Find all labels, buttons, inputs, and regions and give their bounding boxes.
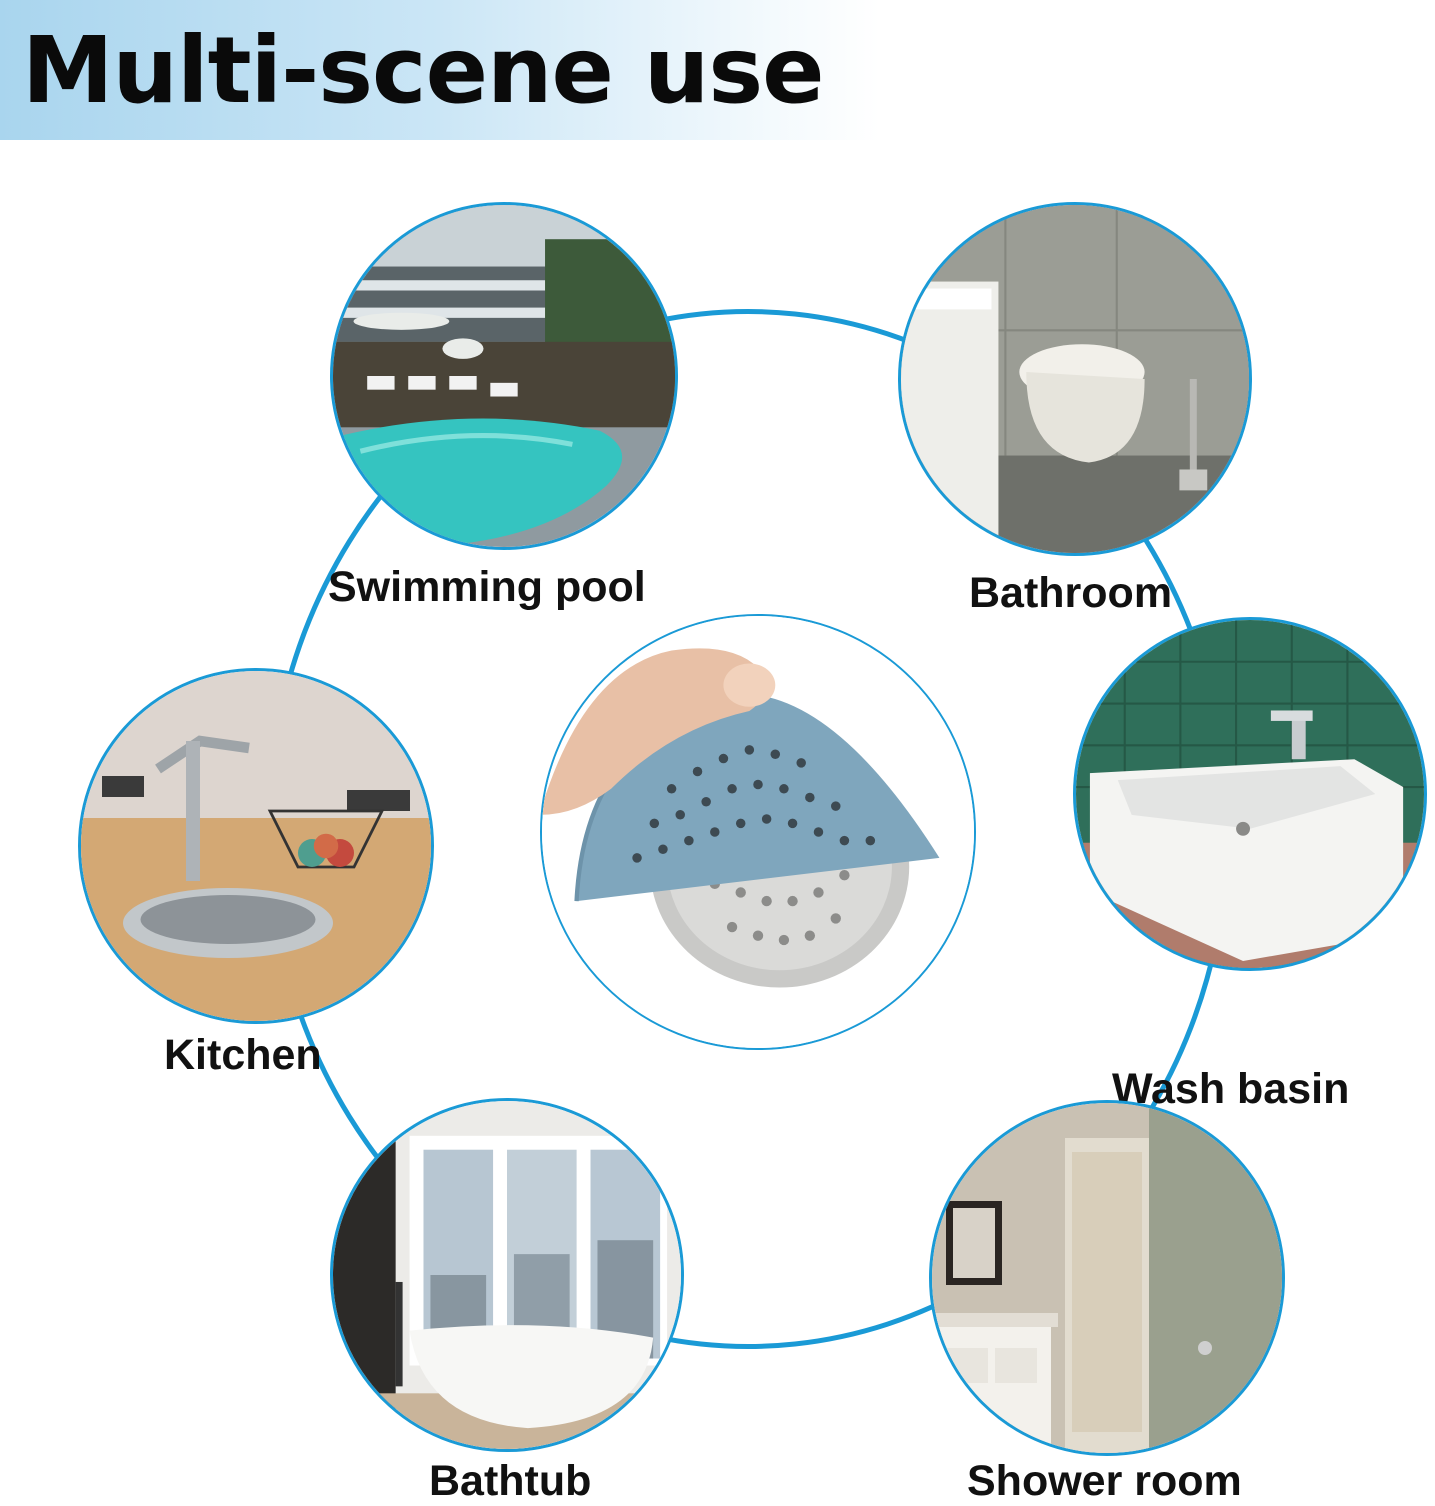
- swimming-pool-photo: [330, 202, 678, 550]
- shower-room-label: Shower room: [967, 1457, 1242, 1505]
- bathtub-photo: [330, 1098, 684, 1452]
- page-title: Multi-scene use: [22, 17, 825, 124]
- drain-cover-photo: [540, 614, 976, 1050]
- bathroom-label: Bathroom: [969, 569, 1173, 617]
- shower-room-photo: [929, 1100, 1285, 1456]
- swimming-pool-label: Swimming pool: [328, 563, 646, 611]
- title-banner: Multi-scene use: [0, 0, 880, 140]
- bathtub-label: Bathtub: [429, 1457, 592, 1505]
- bathroom-photo: [898, 202, 1252, 556]
- wash-basin-photo: [1073, 617, 1427, 971]
- kitchen-photo: [78, 668, 434, 1024]
- kitchen-label: Kitchen: [164, 1031, 322, 1079]
